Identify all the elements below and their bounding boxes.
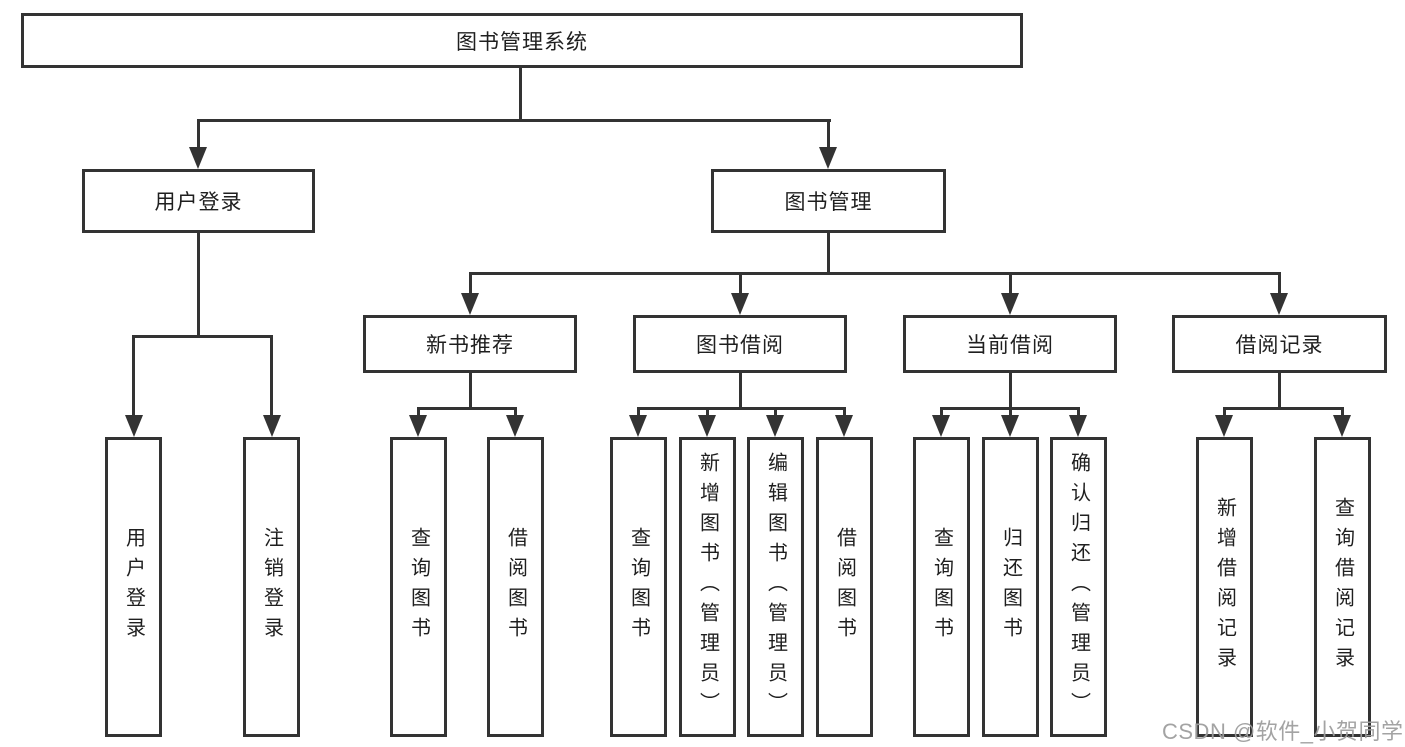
leaf-label: 用户登录 [122, 527, 145, 647]
connector-line [1341, 407, 1344, 417]
leaf-label: 借阅图书 [833, 527, 856, 647]
watermark: CSDN @软件_小贺同学 [1162, 719, 1404, 744]
arrow-down-icon [461, 293, 479, 315]
connector-line [774, 407, 777, 417]
leaf-label: 新增图书（管理员） [696, 452, 719, 722]
arrow-down-icon [932, 415, 950, 437]
connector-line [197, 119, 200, 147]
leaf-label: 查询图书 [627, 527, 650, 647]
leaf-edit-books-admin: 编辑图书（管理员） [747, 437, 804, 737]
arrow-down-icon [1069, 415, 1087, 437]
leaf-label: 注销登录 [260, 527, 283, 647]
connector-line [706, 407, 709, 417]
connector-line [469, 272, 1281, 275]
node-book-borrowing: 图书借阅 [633, 315, 847, 373]
connector-line [637, 407, 846, 410]
arrow-down-icon [1001, 293, 1019, 315]
connector-line [827, 233, 830, 274]
arrow-down-icon [629, 415, 647, 437]
connector-line [270, 335, 273, 416]
connector-line [940, 407, 943, 417]
leaf-borrow-books: 借阅图书 [816, 437, 873, 737]
leaf-query-books-borrow: 查询图书 [610, 437, 667, 737]
connector-line [469, 373, 472, 409]
connector-line [1009, 272, 1012, 294]
connector-line [197, 233, 200, 337]
connector-line [739, 373, 742, 409]
node-user-login: 用户登录 [82, 169, 315, 233]
connector-line [739, 272, 742, 294]
arrow-down-icon [819, 147, 837, 169]
leaf-label: 新增借阅记录 [1213, 497, 1236, 677]
node-new-book-recommendation: 新书推荐 [363, 315, 577, 373]
connector-line [197, 119, 831, 122]
node-library-management-system: 图书管理系统 [21, 13, 1023, 68]
arrow-down-icon [1270, 293, 1288, 315]
connector-line [132, 335, 273, 338]
leaf-query-borrow-record: 查询借阅记录 [1314, 437, 1371, 737]
connector-line [637, 407, 640, 417]
connector-line [417, 407, 517, 410]
connector-line [1278, 272, 1281, 294]
connector-line [519, 68, 522, 120]
arrow-down-icon [189, 147, 207, 169]
node-current-borrowing: 当前借阅 [903, 315, 1117, 373]
leaf-label: 查询图书 [930, 527, 953, 647]
leaf-query-books-current: 查询图书 [913, 437, 970, 737]
arrow-down-icon [698, 415, 716, 437]
connector-line [132, 335, 135, 416]
node-book-management: 图书管理 [711, 169, 946, 233]
connector-line [843, 407, 846, 417]
connector-line [827, 119, 830, 147]
connector-line [1009, 373, 1012, 409]
leaf-return-books: 归还图书 [982, 437, 1039, 737]
leaf-add-books-admin: 新增图书（管理员） [679, 437, 736, 737]
leaf-label: 编辑图书（管理员） [764, 452, 787, 722]
leaf-user-login: 用户登录 [105, 437, 162, 737]
arrow-down-icon [1333, 415, 1351, 437]
connector-line [1009, 407, 1012, 417]
leaf-add-borrow-record: 新增借阅记录 [1196, 437, 1253, 737]
node-borrowing-records: 借阅记录 [1172, 315, 1387, 373]
leaf-logout-login: 注销登录 [243, 437, 300, 737]
connector-line [1223, 407, 1226, 417]
leaf-label: 查询图书 [407, 527, 430, 647]
leaf-label: 归还图书 [999, 527, 1022, 647]
leaf-borrow-books-recommend: 借阅图书 [487, 437, 544, 737]
leaf-confirm-return-admin: 确认归还（管理员） [1050, 437, 1107, 737]
connector-line [469, 272, 472, 294]
connector-line [1278, 373, 1281, 409]
leaf-query-books-recommend: 查询图书 [390, 437, 447, 737]
leaf-label: 确认归还（管理员） [1067, 452, 1090, 722]
connector-line [417, 407, 420, 417]
arrow-down-icon [835, 415, 853, 437]
connector-line [514, 407, 517, 417]
leaf-label: 借阅图书 [504, 527, 527, 647]
arrow-down-icon [1215, 415, 1233, 437]
arrow-down-icon [125, 415, 143, 437]
connector-line [1223, 407, 1344, 410]
arrow-down-icon [731, 293, 749, 315]
arrow-down-icon [409, 415, 427, 437]
arrow-down-icon [1001, 415, 1019, 437]
arrow-down-icon [506, 415, 524, 437]
leaf-label: 查询借阅记录 [1331, 497, 1354, 677]
arrow-down-icon [766, 415, 784, 437]
connector-line [1077, 407, 1080, 417]
arrow-down-icon [263, 415, 281, 437]
